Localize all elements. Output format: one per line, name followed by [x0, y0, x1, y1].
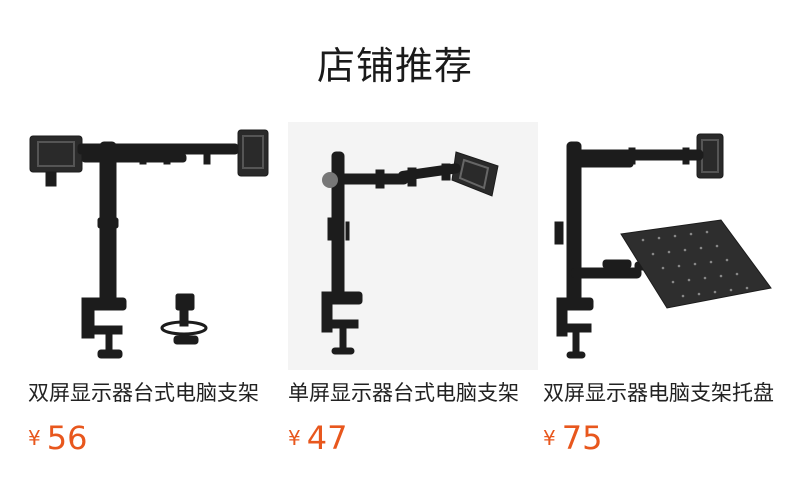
- currency-symbol: ¥: [288, 426, 301, 450]
- monitor-laptop-tray-arm-icon: [554, 133, 772, 359]
- product-list: 双屏显示器台式电脑支架 ¥56: [0, 122, 790, 462]
- product-image[interactable]: [28, 122, 278, 370]
- product-name[interactable]: 双屏显示器电脑支架托盘: [543, 381, 774, 405]
- product-name[interactable]: 双屏显示器台式电脑支架: [28, 381, 259, 405]
- product-price: ¥75: [543, 418, 602, 458]
- section-title: 店铺推荐: [316, 44, 473, 88]
- product-name[interactable]: 单屏显示器台式电脑支架: [288, 381, 519, 405]
- price-value: 56: [46, 419, 88, 457]
- product-image[interactable]: [543, 122, 790, 370]
- product-image[interactable]: [288, 122, 538, 370]
- currency-symbol: ¥: [543, 426, 556, 450]
- price-value: 47: [306, 419, 348, 457]
- price-value: 75: [561, 419, 603, 457]
- dual-monitor-arm-icon: [29, 129, 269, 359]
- product-price: ¥56: [28, 418, 87, 458]
- currency-symbol: ¥: [28, 426, 41, 450]
- product-price: ¥47: [288, 418, 347, 458]
- single-monitor-arm-icon: [288, 122, 538, 370]
